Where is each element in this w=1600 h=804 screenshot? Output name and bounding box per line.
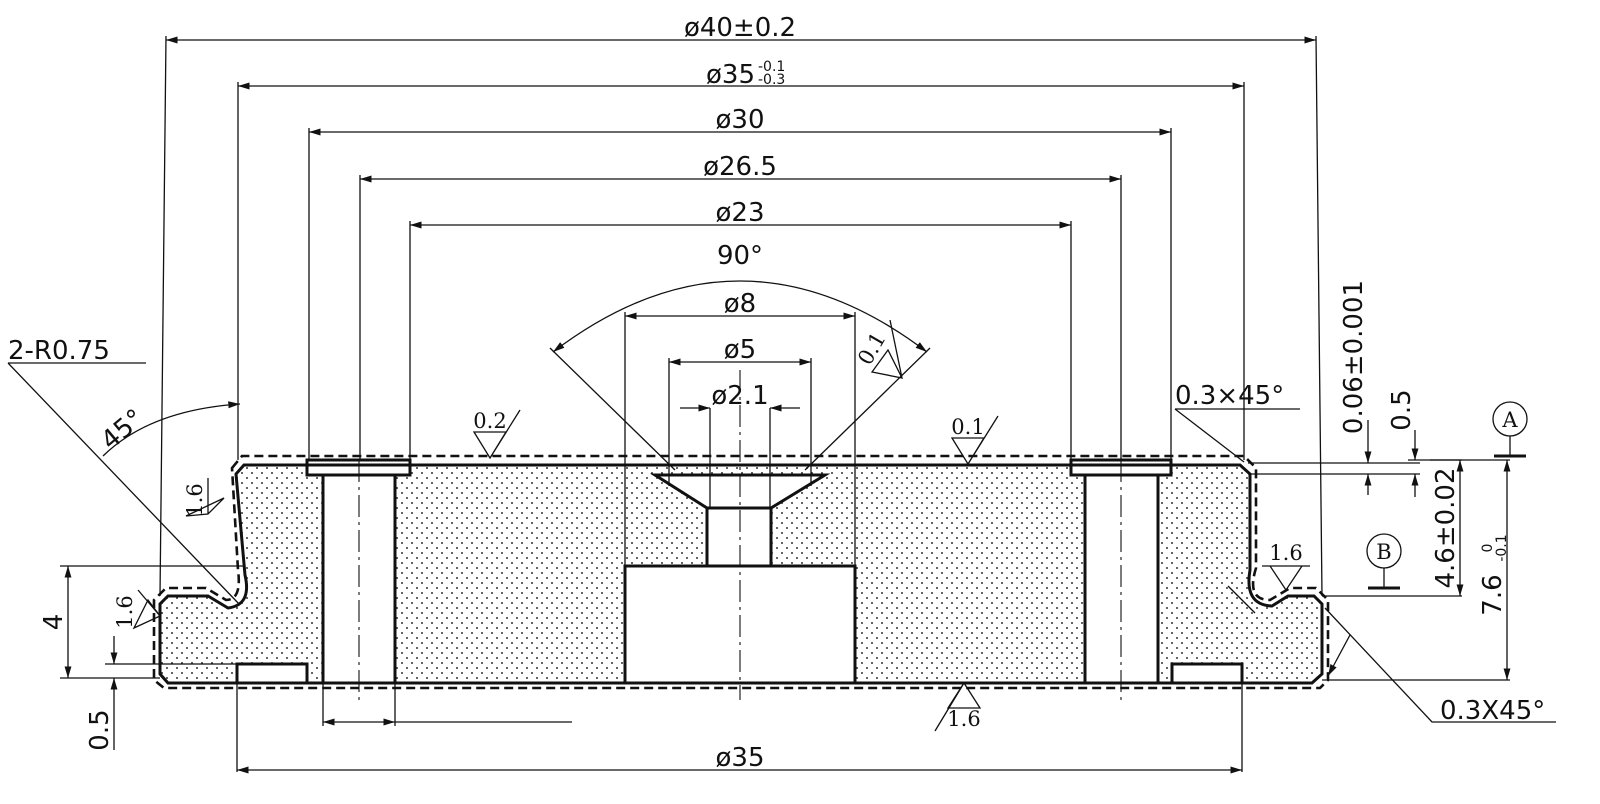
datum-b bbox=[1366, 533, 1402, 590]
dim-flatness: 0.06±0.001 bbox=[1339, 280, 1369, 434]
section-hatch bbox=[160, 465, 1322, 683]
finish-symbol bbox=[934, 681, 982, 732]
part-section bbox=[152, 454, 1330, 690]
dim-diameter-2-1: ø2.1 bbox=[711, 381, 768, 411]
finish-symbol bbox=[950, 415, 999, 466]
dim-depth-0-5-right: 0.5 bbox=[1387, 389, 1417, 430]
dim-chamfer-bottom: 0.3X45° bbox=[1440, 696, 1545, 726]
dim-angle-90: 90° bbox=[717, 241, 763, 271]
dim-diameter-35-base: ø35 bbox=[706, 60, 755, 90]
finish-cone: 0.1 bbox=[853, 328, 890, 369]
surface-finish-symbols bbox=[132, 319, 1310, 732]
stepped-bore bbox=[705, 506, 773, 568]
extension-lines bbox=[60, 35, 1510, 772]
centerlines bbox=[358, 370, 1122, 700]
dim-height-4-6: 4.6±0.02 bbox=[1431, 467, 1461, 588]
dim-diameter-35-bottom: ø35 bbox=[716, 743, 765, 773]
dim-height-7-6-lower-tol: -0.1 bbox=[1494, 534, 1510, 561]
dim-diameter-23: ø23 bbox=[716, 198, 765, 228]
part-outline bbox=[158, 463, 1324, 685]
finish-symbol bbox=[472, 409, 521, 460]
datum-a-label: A bbox=[1501, 408, 1518, 432]
finish-top-left: 0.2 bbox=[473, 409, 506, 433]
finish-symbol bbox=[185, 478, 225, 517]
finish-symbol bbox=[132, 589, 162, 630]
datum-b-label: B bbox=[1376, 540, 1391, 564]
finish-left-lower: 1.6 bbox=[113, 595, 137, 628]
leader-lines bbox=[7, 362, 1556, 723]
dim-diameter-30: ø30 bbox=[716, 105, 765, 135]
dim-height-7-6-upper-tol: 0 bbox=[1480, 544, 1496, 553]
dim-depth-0-5-left: 0.5 bbox=[85, 709, 115, 750]
dim-chamfer-top: 0.3×45° bbox=[1175, 381, 1284, 411]
dim-diameter-8: ø8 bbox=[724, 289, 756, 319]
dimension-lines bbox=[64, 36, 1511, 774]
dim-diameter-5: ø5 bbox=[724, 335, 756, 365]
dim-diameter-35-lower-tol: -0.3 bbox=[758, 72, 785, 88]
dim-height-4: 4 bbox=[39, 614, 69, 631]
bottom-groove-right bbox=[1170, 662, 1244, 685]
dim-diameter-35-upper-tol: -0.1 bbox=[758, 59, 785, 75]
finish-bottom: 1.6 bbox=[947, 707, 980, 731]
datum-a bbox=[1492, 401, 1528, 458]
dim-diameter-26-5: ø26.5 bbox=[703, 152, 777, 182]
dim-radius: 2-R0.75 bbox=[8, 336, 110, 366]
finish-top-right: 0.1 bbox=[951, 415, 984, 439]
finish-symbol bbox=[1262, 565, 1310, 592]
dim-diameter-40: ø40±0.2 bbox=[684, 13, 796, 43]
finish-left-upper: 1.6 bbox=[183, 483, 207, 516]
dim-angle-45: 45° bbox=[96, 404, 151, 457]
finish-right: 1.6 bbox=[1269, 541, 1302, 565]
bottom-groove-left bbox=[235, 662, 309, 685]
finish-symbol bbox=[870, 319, 904, 379]
dim-height-7-6-base: 7.6 bbox=[1478, 574, 1508, 615]
